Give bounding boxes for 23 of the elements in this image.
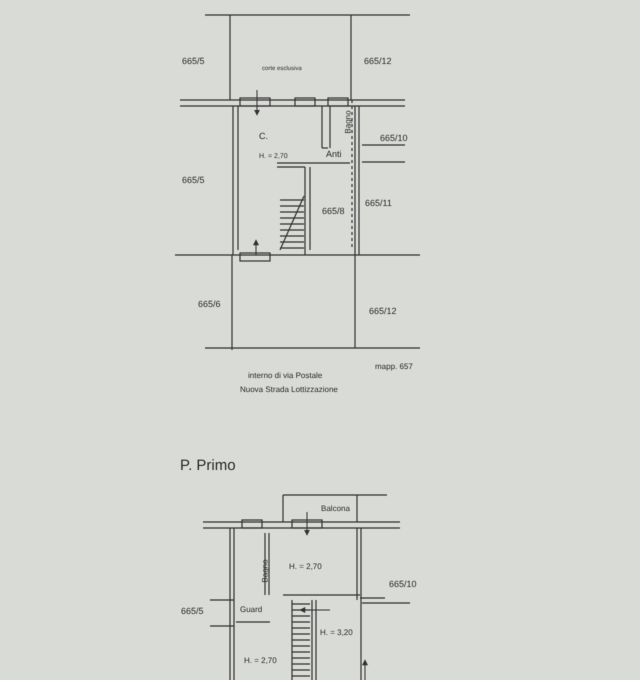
parcel-number: 665/8	[322, 207, 345, 216]
parcel-number: 665/12	[369, 307, 397, 316]
caption-text: interno di via Postale	[248, 372, 322, 380]
room-label: Guard	[240, 606, 262, 614]
parcel-number: 665/10	[389, 580, 417, 589]
height-label: H. = 2,70	[289, 563, 322, 571]
caption-text: Nuova Strada Lottizzazione	[240, 386, 338, 394]
parcel-number: 665/5	[182, 176, 205, 185]
height-label: H. = 3,20	[320, 629, 353, 637]
room-label: C.	[259, 132, 268, 141]
room-label: Bagno	[344, 110, 353, 134]
floor-heading: P. Primo	[180, 458, 236, 473]
room-label: Bagno	[262, 559, 270, 583]
parcel-number: 665/12	[364, 57, 392, 66]
parcel-number: 665/11	[365, 199, 392, 208]
room-label: Anti	[326, 150, 342, 159]
height-label: H. = 2,70	[244, 657, 277, 665]
parcel-number: 665/10	[380, 134, 408, 143]
parcel-number: 665/6	[198, 300, 221, 309]
parcel-number: 665/5	[182, 57, 205, 66]
parcel-number: 665/5	[181, 607, 204, 616]
room-label: Balcona	[321, 505, 350, 513]
map-reference: mapp. 657	[375, 363, 413, 371]
